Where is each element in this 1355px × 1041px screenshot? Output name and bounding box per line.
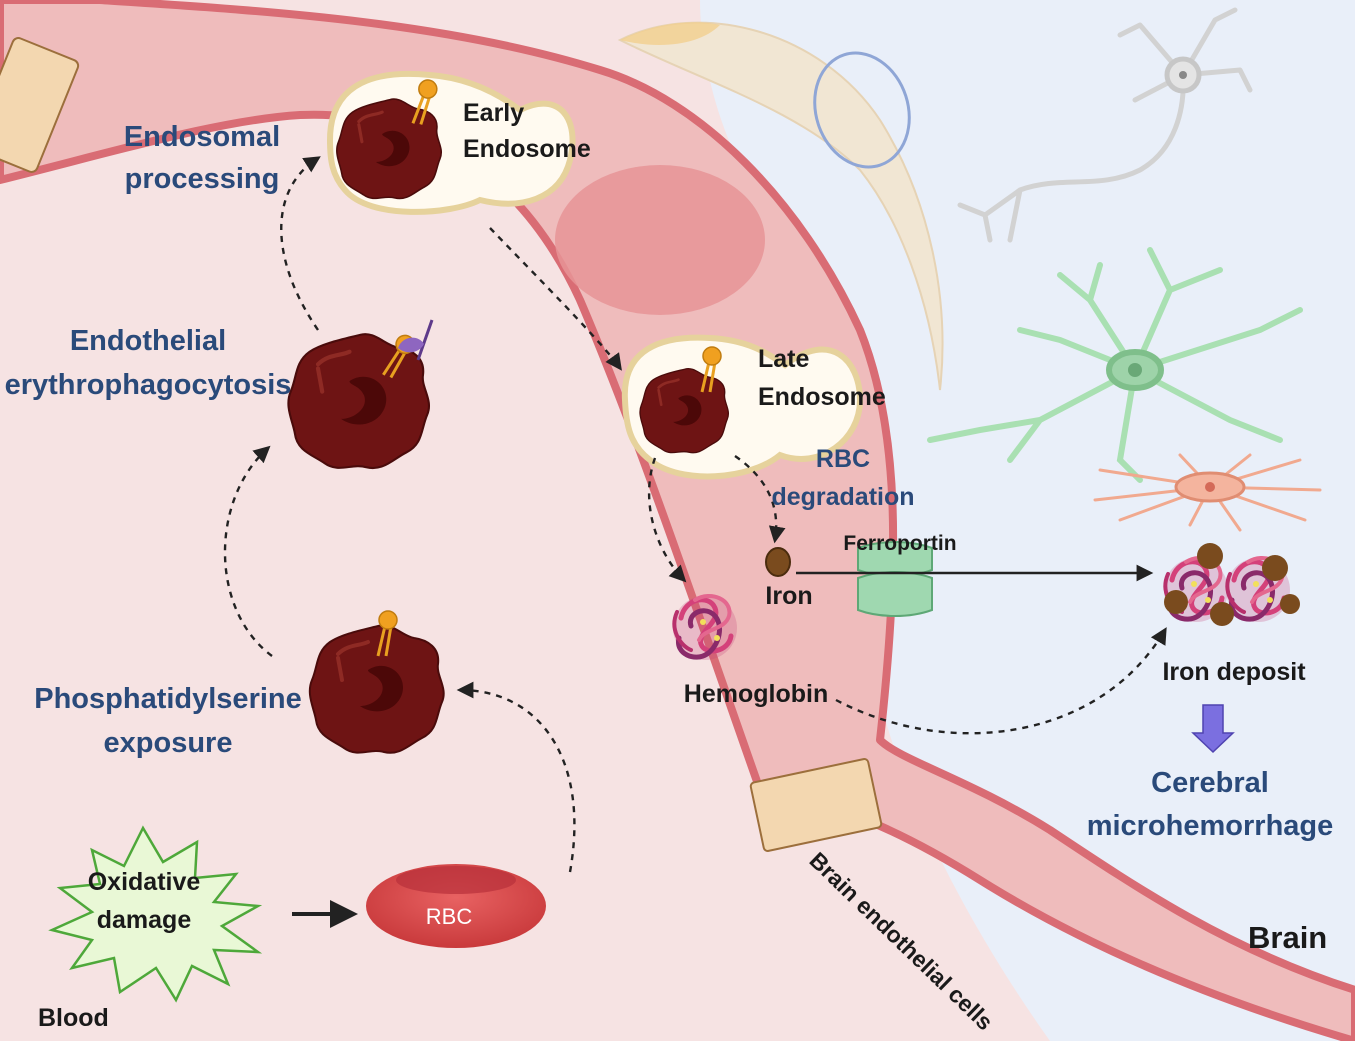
label-cerebral-1: Cerebral — [1151, 767, 1269, 799]
arrow-early-to-late — [489, 227, 622, 371]
iron-deposit-icon — [1164, 543, 1300, 626]
label-rbc-degradation-2: degradation — [771, 483, 914, 511]
ferroportin-icon — [857, 541, 933, 617]
label-endosomal-1: Endosomal — [124, 121, 280, 153]
nucleus — [555, 165, 765, 315]
arrow-ps-to-phago — [223, 445, 273, 657]
arrow-phago-to-early — [280, 156, 321, 331]
label-early-1: Early — [463, 99, 524, 127]
damaged-rbc-phagocytosed — [288, 334, 429, 468]
red-blood-cell-icon — [366, 864, 546, 948]
label-rbc-degradation-1: RBC — [816, 445, 870, 473]
label-rbc: RBC — [426, 904, 473, 929]
hemoglobin-icon — [673, 596, 737, 660]
arrow-rbc-to-ps — [456, 681, 576, 873]
astrocyte-icon — [927, 247, 1303, 483]
receptor-icon — [398, 319, 434, 361]
arrow-hemoglobin-to-deposit — [835, 627, 1167, 735]
tight-junction-top — [0, 37, 80, 173]
label-ps-1: Phosphatidylserine — [34, 683, 302, 715]
brain-region — [700, 0, 1355, 1041]
label-cerebral-2: microhemorrhage — [1087, 810, 1334, 842]
label-early-2: Endosome — [463, 135, 591, 163]
label-oxidative-1: Oxidative — [88, 868, 201, 896]
tight-junction-bottom — [749, 758, 883, 852]
arrow-late-to-hemoglobin — [647, 457, 687, 583]
label-endosomal-2: processing — [125, 163, 280, 195]
label-blood: Blood — [38, 1004, 109, 1032]
pericyte-icon — [1093, 453, 1322, 532]
label-iron-deposit: Iron deposit — [1162, 658, 1306, 686]
label-iron: Iron — [765, 582, 812, 610]
damaged-rbc-ps-exposure — [307, 623, 446, 755]
label-oxidative-2: damage — [97, 906, 192, 934]
label-endothelial-1: Endothelial — [70, 325, 226, 357]
label-endothelial-2: erythrophagocytosis — [5, 369, 292, 401]
arrow-to-microhemorrhage — [1191, 704, 1235, 754]
microglia-icon — [617, 21, 944, 391]
neuron-icon — [957, 7, 1253, 243]
label-late-2: Endosome — [758, 383, 886, 411]
damaged-rbc-endosome-late — [638, 367, 730, 455]
iron-icon — [765, 547, 791, 577]
label-ps-2: exposure — [104, 727, 233, 759]
oxidative-burst-icon — [48, 825, 263, 1003]
arrow-oxidative-to-rbc — [292, 900, 358, 928]
arrow-late-to-iron — [734, 455, 786, 544]
label-ferroportin: Ferroportin — [843, 532, 956, 555]
label-hemoglobin: Hemoglobin — [684, 680, 828, 708]
label-brain: Brain — [1248, 920, 1327, 955]
label-late-1: Late — [758, 345, 810, 373]
